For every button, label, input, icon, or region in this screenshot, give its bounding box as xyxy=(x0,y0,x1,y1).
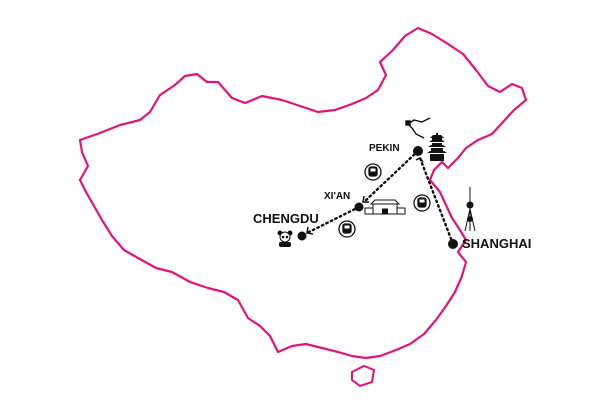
route-xian-chengdu xyxy=(305,205,361,235)
train-icon xyxy=(364,163,382,181)
city-dot-pekin[interactable] xyxy=(413,146,423,156)
route-pekin-xian xyxy=(362,149,420,204)
city-label-shanghai: SHANGHAI xyxy=(462,236,532,251)
pagoda-icon xyxy=(427,133,447,161)
china-border xyxy=(78,26,528,360)
route-lines xyxy=(305,149,455,246)
arrow-icon xyxy=(362,195,369,203)
city-gate-icon xyxy=(364,199,406,215)
city-label-chengdu: CHENGDU xyxy=(253,211,319,226)
city-dot-shanghai[interactable] xyxy=(448,239,458,249)
route-shanghai-pekin xyxy=(418,156,455,246)
panda-icon xyxy=(277,230,293,247)
great-wall-icon xyxy=(405,117,431,139)
city-dot-chengdu[interactable] xyxy=(297,231,307,241)
train-icon xyxy=(413,194,431,212)
city-label-xian: XI'AN xyxy=(324,191,351,202)
hainan-island xyxy=(351,364,376,388)
city-dot-xian[interactable] xyxy=(354,202,364,212)
city-dots xyxy=(297,146,458,249)
tv-tower-icon xyxy=(464,187,476,232)
arrow-icon xyxy=(306,226,314,235)
city-label-pekin: PEKIN xyxy=(369,143,400,154)
arrow-icon xyxy=(415,157,424,163)
train-icon xyxy=(338,220,356,238)
route-arrows xyxy=(306,157,424,235)
